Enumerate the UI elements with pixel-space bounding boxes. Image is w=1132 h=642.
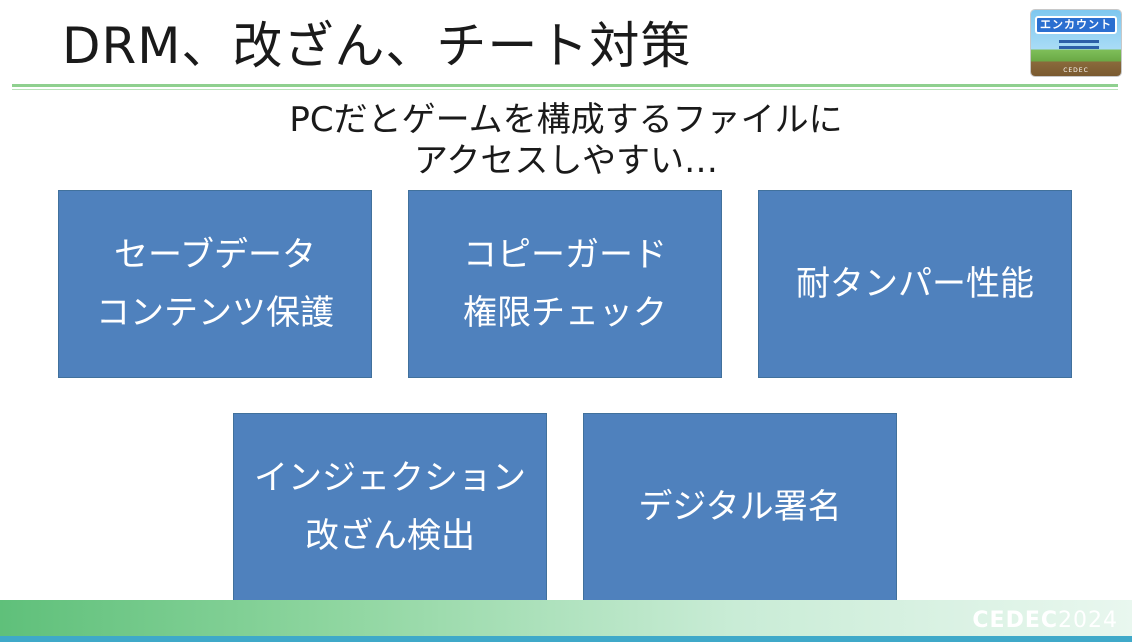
logo-footer-text: CEDEC bbox=[1063, 67, 1089, 74]
slide-subtitle: PCだとゲームを構成するファイルに アクセスしやすい… bbox=[0, 100, 1132, 182]
box-line: 改ざん検出 bbox=[305, 516, 475, 556]
logo-menu-line-2 bbox=[1059, 46, 1099, 49]
box-injection-detection: インジェクション 改ざん検出 bbox=[233, 413, 547, 601]
box-line: 権限チェック bbox=[463, 293, 667, 333]
box-digital-signature: デジタル署名 bbox=[583, 413, 897, 601]
logo-menu-line-1 bbox=[1059, 40, 1099, 43]
logo-wordmark: エンカウント bbox=[1035, 16, 1117, 34]
title-divider-thin bbox=[12, 89, 1118, 90]
box-copy-guard: コピーガード 権限チェック bbox=[408, 190, 722, 378]
title-divider bbox=[12, 84, 1118, 87]
slide-title: DRM、改ざん、チート対策 bbox=[62, 17, 692, 75]
box-line: デジタル署名 bbox=[638, 487, 842, 527]
box-line: コンテンツ保護 bbox=[96, 293, 334, 333]
box-tamper-resistance: 耐タンパー性能 bbox=[758, 190, 1072, 378]
box-line: 耐タンパー性能 bbox=[796, 264, 1034, 304]
footer-band bbox=[0, 600, 1132, 642]
subtitle-line-1: PCだとゲームを構成するファイルに bbox=[289, 100, 843, 140]
footer-edge bbox=[0, 636, 1132, 642]
encount-logo: エンカウント CEDEC bbox=[1031, 10, 1121, 76]
box-save-data-protection: セーブデータ コンテンツ保護 bbox=[58, 190, 372, 378]
cedec-2024-logo: CEDEC2024 bbox=[972, 608, 1118, 633]
box-line: コピーガード bbox=[463, 235, 667, 275]
box-line: セーブデータ bbox=[114, 235, 316, 275]
subtitle-line-2: アクセスしやすい… bbox=[414, 141, 718, 181]
cedec-year: 2024 bbox=[1058, 608, 1118, 633]
box-line: インジェクション bbox=[254, 458, 526, 498]
cedec-brand: CEDEC bbox=[972, 608, 1058, 633]
